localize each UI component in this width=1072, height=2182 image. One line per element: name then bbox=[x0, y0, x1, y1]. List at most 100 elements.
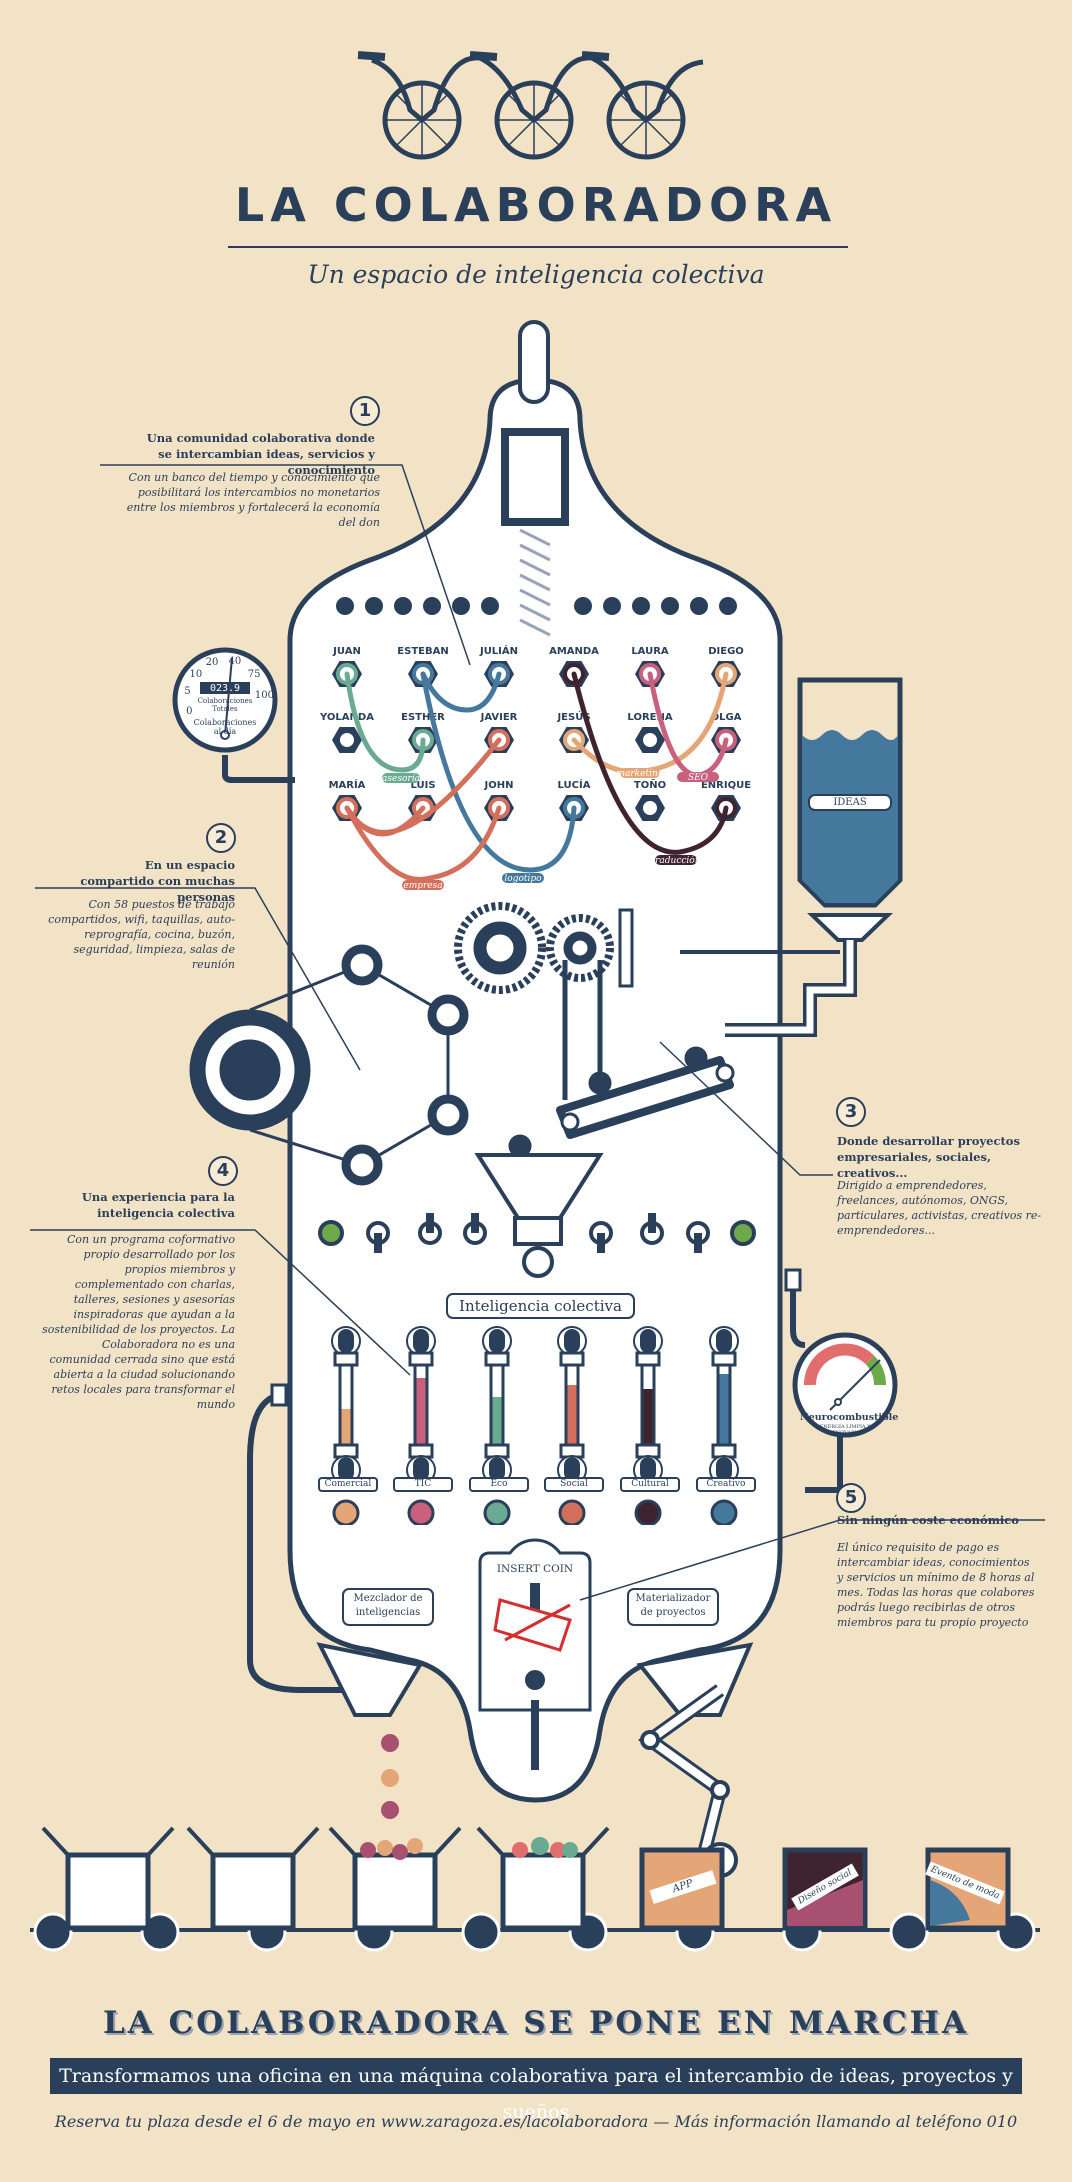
member-name: JULIÁN bbox=[479, 644, 518, 657]
cable-asesoria bbox=[344, 671, 426, 773]
member-name: LUIS bbox=[410, 780, 435, 791]
dial bbox=[634, 1499, 662, 1527]
member-name: JOHN bbox=[484, 780, 514, 791]
tube-label: Comercial bbox=[318, 1477, 378, 1492]
note-number-4: 4 bbox=[208, 1156, 238, 1186]
gauge-label-total: Colaboraciones Totales bbox=[197, 697, 253, 713]
page-subtitle: Un espacio de inteligencia colectiva bbox=[307, 260, 765, 289]
member-name: JUAN bbox=[332, 646, 361, 657]
materializer-label: Materializador de proyectos bbox=[627, 1588, 719, 1626]
dial bbox=[558, 1499, 586, 1527]
member-name: ESTHER bbox=[401, 712, 445, 723]
member-name: JAVIER bbox=[480, 712, 518, 723]
note-number-1: 1 bbox=[350, 396, 380, 426]
note-body-2: Con 58 puestos de trabajo compartidos, w… bbox=[48, 898, 235, 971]
tube-fill bbox=[492, 1397, 502, 1444]
footer-title: LA COLABORADORA SE PONE EN MARCHA bbox=[102, 2005, 970, 2041]
cable-label-text: asesoría bbox=[382, 773, 420, 784]
member-name: TOÑO bbox=[634, 778, 666, 791]
cable-label-logotipo: logotipo bbox=[502, 873, 544, 884]
member-name: YOLANDA bbox=[319, 712, 374, 723]
jack-socket bbox=[639, 729, 661, 751]
ideas-tank bbox=[680, 677, 903, 1037]
cable-label-empresa: empresa bbox=[402, 880, 444, 890]
cable-logotipo bbox=[420, 671, 577, 873]
intelligence-tube-comercial bbox=[321, 1325, 371, 1527]
collective-intelligence-label: Inteligencia colectiva bbox=[459, 1297, 622, 1315]
note-body-1: Con un banco del tiempo y conocimiento q… bbox=[126, 471, 380, 529]
cable-label-text: SEO bbox=[688, 773, 709, 783]
gauge-tick-label: 75 bbox=[247, 668, 261, 680]
member-name: LORENA bbox=[627, 712, 672, 723]
cable-label-marketing: marketing bbox=[616, 768, 664, 779]
insert-coin-label: INSERT COIN bbox=[496, 1563, 574, 1575]
gauge-tick-label: 40 bbox=[228, 656, 242, 668]
gauge-tick-label: 5 bbox=[184, 686, 191, 698]
gauge-tick-label: 100 bbox=[254, 689, 274, 701]
neurofuel-gauge bbox=[784, 1268, 898, 1493]
intelligence-tube-social bbox=[547, 1325, 597, 1527]
note-heading-5: Sin ningún coste económico bbox=[837, 1513, 1019, 1527]
gears bbox=[189, 902, 735, 1278]
tube-fill bbox=[416, 1378, 426, 1444]
tube-fill bbox=[643, 1389, 653, 1444]
cable-label-text: marketing bbox=[616, 769, 663, 779]
collaborations-gauge bbox=[172, 647, 295, 783]
intelligence-tube-creativo bbox=[699, 1325, 749, 1527]
tube-fill bbox=[719, 1374, 729, 1444]
collaboration-counter: 023.9 bbox=[209, 683, 241, 694]
tube-label: Creativo bbox=[696, 1477, 756, 1492]
cable-label-asesoria: asesoría bbox=[382, 773, 420, 784]
dial bbox=[407, 1499, 435, 1527]
note-number-5: 5 bbox=[836, 1483, 866, 1513]
note-heading-2: En un espacio compartido con muchas pers… bbox=[80, 858, 235, 904]
member-name: DIEGO bbox=[708, 646, 744, 657]
member-name: LAURA bbox=[631, 646, 669, 657]
note-heading-1: Una comunidad colaborativa donde se inte… bbox=[146, 431, 375, 477]
dial bbox=[710, 1499, 738, 1527]
intelligence-tube-eco bbox=[472, 1325, 522, 1527]
cable-esteban-julian bbox=[420, 671, 502, 713]
footer-banner: Transformamos una oficina en una máquina… bbox=[50, 2058, 1022, 2123]
note-body-4: Con un programa coformativo propio desar… bbox=[42, 1233, 235, 1411]
switch-row bbox=[318, 1213, 756, 1253]
cable-maria-javier bbox=[344, 737, 502, 835]
neurofuel-subtitle: ENERGÍA LIMPIA Y RENOVABLE bbox=[819, 1424, 871, 1436]
note-body-5: El único requisito de pago es intercambi… bbox=[837, 1541, 1035, 1629]
neurofuel-title: Neurocombustible bbox=[800, 1412, 899, 1423]
footer-info: Reserva tu plaza desde el 6 de mayo en w… bbox=[54, 2112, 1018, 2131]
tube-label: TIC bbox=[393, 1477, 453, 1492]
note-number-3: 3 bbox=[836, 1097, 866, 1127]
title-divider bbox=[228, 246, 848, 248]
member-name: ENRIQUE bbox=[701, 780, 751, 791]
dial bbox=[332, 1499, 360, 1527]
knob-row bbox=[336, 597, 737, 615]
conveyor-belt bbox=[30, 1826, 1040, 1952]
dial bbox=[483, 1499, 511, 1527]
collective-intelligence-title: Inteligencia colectiva bbox=[446, 1293, 635, 1319]
cable-seo bbox=[647, 671, 729, 778]
note-heading-3: Donde desarrollar proyectos empresariale… bbox=[837, 1134, 1020, 1180]
mixer-label: Mezclador de inteligencias bbox=[342, 1588, 434, 1626]
cable-label-traduccion: traducción bbox=[651, 855, 701, 866]
gauge-tick-label: 10 bbox=[189, 668, 203, 680]
jack-socket bbox=[336, 729, 358, 751]
cable-label-seo: SEO bbox=[677, 772, 719, 783]
note-body-3: Dirigido a emprendedores, freelances, au… bbox=[837, 1179, 1042, 1237]
cable-traduccion bbox=[571, 671, 729, 855]
cable-label-text: logotipo bbox=[504, 874, 542, 884]
bicycles-logo bbox=[357, 51, 704, 160]
member-name: LUCÍA bbox=[558, 778, 591, 791]
note-heading-4: Una experiencia para la inteligencia col… bbox=[81, 1190, 235, 1220]
tube-label: Eco bbox=[469, 1477, 529, 1492]
jack-socket bbox=[639, 797, 661, 819]
cable-empresa bbox=[344, 805, 502, 882]
member-name: MARÍA bbox=[329, 778, 366, 791]
tube-label: Cultural bbox=[620, 1477, 680, 1492]
member-name: ESTEBAN bbox=[397, 646, 448, 657]
tube-fill bbox=[567, 1385, 577, 1444]
coin-slot bbox=[478, 1538, 592, 1770]
tube-fill bbox=[341, 1409, 351, 1444]
